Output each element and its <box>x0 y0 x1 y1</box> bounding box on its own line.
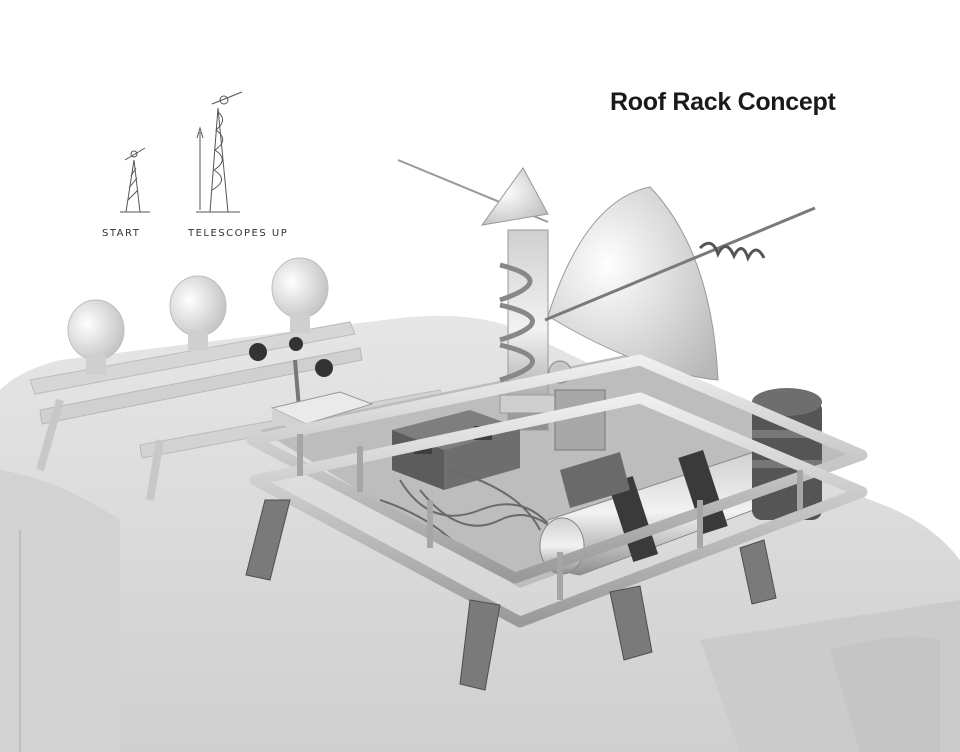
spot-lamp <box>169 275 227 351</box>
page-title: Roof Rack Concept <box>610 88 836 116</box>
mounting-bracket <box>245 499 777 691</box>
telescoping-mast <box>397 159 557 431</box>
satellite-dish <box>544 186 816 451</box>
rack-rail-uprights <box>297 434 803 600</box>
spot-lamp <box>67 299 125 375</box>
spot-lamp <box>271 257 329 333</box>
sketch-telescopes-up <box>196 91 243 213</box>
sketch-label-start: START <box>102 228 141 239</box>
sketch-start <box>120 147 150 213</box>
sketch-label-telescopes-up: TELESCOPES UP <box>188 228 289 239</box>
